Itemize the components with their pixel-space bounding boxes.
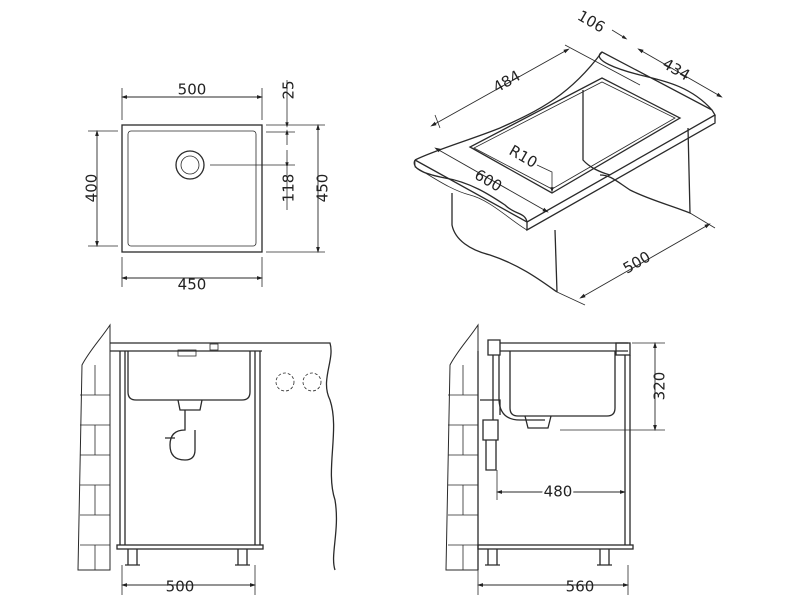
countertop-slab	[414, 51, 716, 223]
dim-label-drain-distance: 480	[544, 483, 573, 501]
siphon-trap	[165, 399, 203, 461]
dim-label-width-bottom: 450	[178, 276, 207, 294]
sink-outer-outline	[121, 124, 263, 253]
dim-label-width-top: 500	[178, 81, 207, 99]
tap-hole-icon	[275, 372, 295, 392]
dim-line-600	[434, 147, 549, 213]
dim-label-height-left: 400	[83, 174, 101, 203]
cabinet-feet	[125, 549, 250, 566]
front-view: 500	[77, 323, 338, 596]
plumbing-pipes	[487, 339, 552, 429]
dim-label-front-width: 500	[166, 578, 195, 596]
dim-label-cabinet-depth: 560	[566, 578, 595, 596]
dim-label-depth: 320	[651, 372, 669, 401]
brick-wall	[445, 323, 479, 571]
sink-inner-outline	[127, 130, 257, 247]
cabinet-leg	[554, 229, 558, 293]
tap-hole-icon	[302, 372, 322, 392]
dim-label-inner-length: 484	[490, 67, 524, 97]
dim-label-drain-offset: 118	[280, 174, 298, 203]
brick-wall	[77, 323, 111, 571]
isometric-view: 484 106 434 600 R10 500	[413, 7, 723, 306]
dim-label-inner-width: 434	[659, 55, 693, 85]
dim-label-length: 600	[471, 166, 505, 196]
dim-label-height-right: 450	[314, 174, 332, 203]
dim-label-offset-top: 25	[280, 80, 298, 99]
dim-label-cabinet-width: 500	[620, 248, 654, 278]
sink-basin-side	[509, 351, 616, 417]
top-view: 500 450 400 25 118 450	[83, 80, 332, 294]
countertop	[110, 342, 338, 571]
dim-label-depth-top: 106	[574, 7, 608, 37]
dim-line-434	[637, 48, 723, 98]
dim-line-500-iso	[579, 223, 711, 299]
sink-basin	[127, 351, 251, 401]
drain-icon	[175, 150, 205, 180]
side-view: 320 480 560	[445, 323, 669, 596]
dim-line-484	[430, 48, 570, 127]
